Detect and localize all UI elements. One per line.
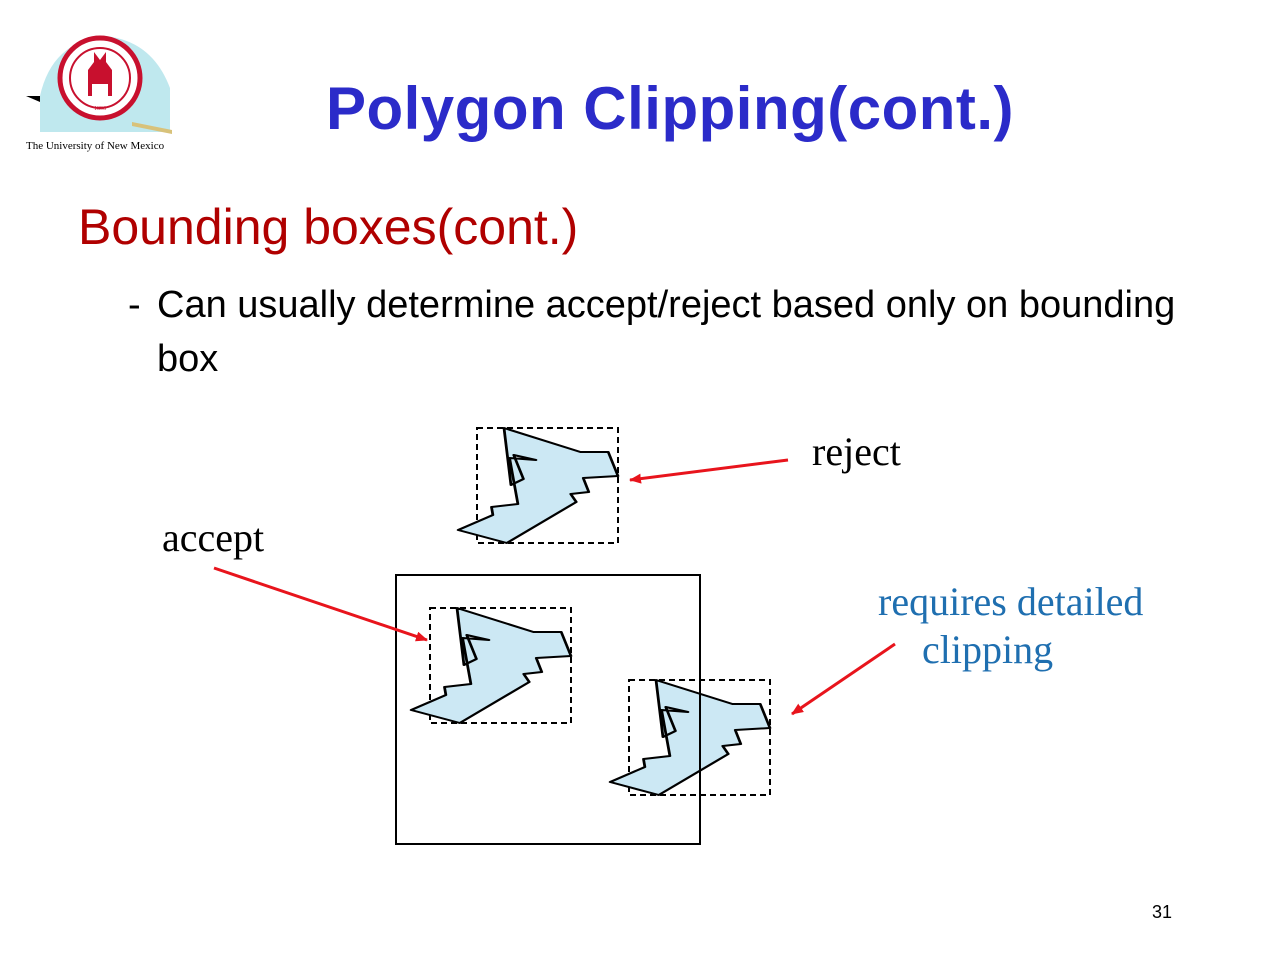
accept-polygon: [409, 606, 573, 725]
bullet-marker: -: [128, 284, 141, 326]
accept-arrow: [213, 566, 428, 642]
section-heading: Bounding boxes(cont.): [78, 199, 579, 255]
detailed-clipping-line2: clipping: [922, 627, 1054, 672]
reject-arrow: [629, 458, 789, 484]
detailed-arrow: [791, 642, 896, 716]
bullet-text: Can usually determine accept/reject base…: [157, 284, 1176, 380]
detailed-clipping-polygon: [608, 678, 772, 797]
reject-label: reject: [812, 429, 901, 474]
detailed-clipping-line1: requires detailed: [878, 579, 1144, 624]
logo-caption: The University of New Mexico: [26, 140, 165, 152]
accept-label: accept: [162, 515, 265, 560]
detailed-clipping-label: requires detailed clipping: [878, 578, 1143, 674]
page-number: 31: [1152, 902, 1173, 922]
university-logo: 1896: [26, 35, 172, 134]
slide-title: Polygon Clipping(cont.): [325, 75, 1015, 142]
svg-text:1896: 1896: [94, 106, 106, 112]
reject-polygon: [456, 426, 620, 545]
